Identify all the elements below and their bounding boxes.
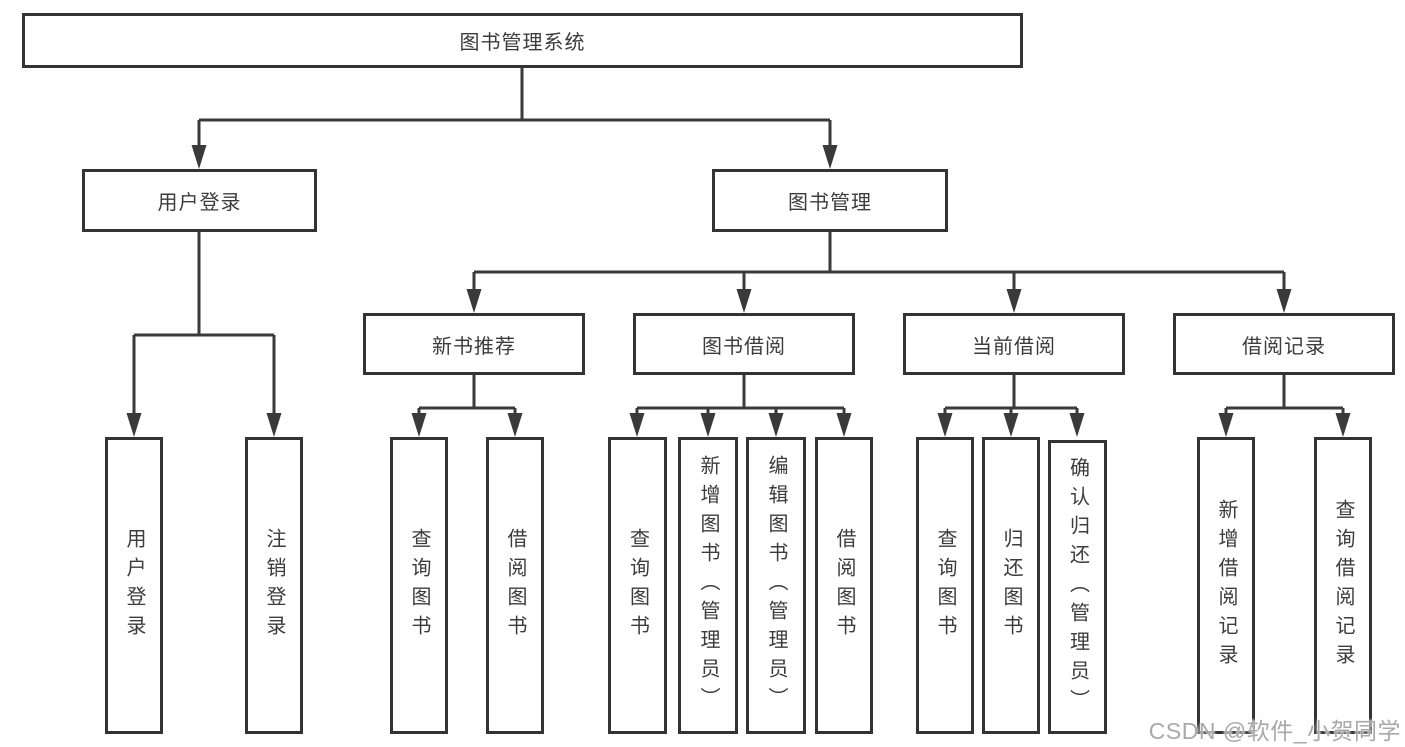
leaf-return-books: 归还图书 <box>982 437 1040 734</box>
connector-borrow-records-children <box>1218 375 1351 437</box>
leaf-add-books-admin: 新增图书（管理员） <box>678 437 738 734</box>
arrowhead-icon <box>191 145 207 169</box>
arrowhead-icon <box>822 145 838 169</box>
arrowhead-icon <box>937 413 953 437</box>
arrowhead-icon <box>768 413 784 437</box>
arrowhead-icon <box>629 413 645 437</box>
node-new-book-recommend: 新书推荐 <box>363 313 585 375</box>
node-current-borrow: 当前借阅 <box>903 313 1125 375</box>
leaf-logout: 注销登录 <box>245 437 303 734</box>
connector-book-borrow-children <box>629 375 852 437</box>
arrowhead-icon <box>1069 413 1085 437</box>
watermark: CSDN @软件_小贺同学 <box>1148 718 1401 744</box>
arrowhead-icon <box>1003 413 1019 437</box>
leaf-user-login: 用户登录 <box>105 437 163 734</box>
arrowhead-icon <box>836 413 852 437</box>
leaf-borrow-books-recommend: 借阅图书 <box>486 437 544 734</box>
node-root: 图书管理系统 <box>22 13 1023 68</box>
node-book-borrow: 图书借阅 <box>633 313 855 375</box>
leaf-edit-books-admin: 编辑图书（管理员） <box>746 437 806 734</box>
node-book-management: 图书管理 <box>712 169 948 232</box>
arrowhead-icon <box>1006 289 1022 313</box>
arrowhead-icon <box>507 413 523 437</box>
leaf-query-borrow-record: 查询借阅记录 <box>1314 437 1372 734</box>
arrowhead-icon <box>1335 413 1351 437</box>
arrowhead-icon <box>126 413 142 437</box>
connector-new-book-recommend-children <box>411 375 523 437</box>
leaf-query-books-borrow: 查询图书 <box>608 437 667 734</box>
arrowhead-icon <box>411 413 427 437</box>
node-borrow-records: 借阅记录 <box>1173 313 1395 375</box>
arrowhead-icon <box>466 289 482 313</box>
arrowhead-icon <box>700 413 716 437</box>
leaf-add-borrow-record: 新增借阅记录 <box>1197 437 1255 734</box>
connector-current-borrow-children <box>937 375 1085 437</box>
connector-book-management-children <box>466 232 1292 313</box>
leaf-confirm-return-admin: 确认归还（管理员） <box>1048 440 1107 734</box>
connector-user-login-children <box>126 232 282 437</box>
arrowhead-icon <box>736 289 752 313</box>
leaf-query-books-current: 查询图书 <box>916 437 974 734</box>
node-user-login: 用户登录 <box>82 169 317 232</box>
leaf-query-books-recommend: 查询图书 <box>390 437 448 734</box>
arrowhead-icon <box>266 413 282 437</box>
leaf-borrow-books: 借阅图书 <box>815 437 873 734</box>
arrowhead-icon <box>1218 413 1234 437</box>
connector-root-to-level2 <box>191 68 838 169</box>
arrowhead-icon <box>1276 289 1292 313</box>
